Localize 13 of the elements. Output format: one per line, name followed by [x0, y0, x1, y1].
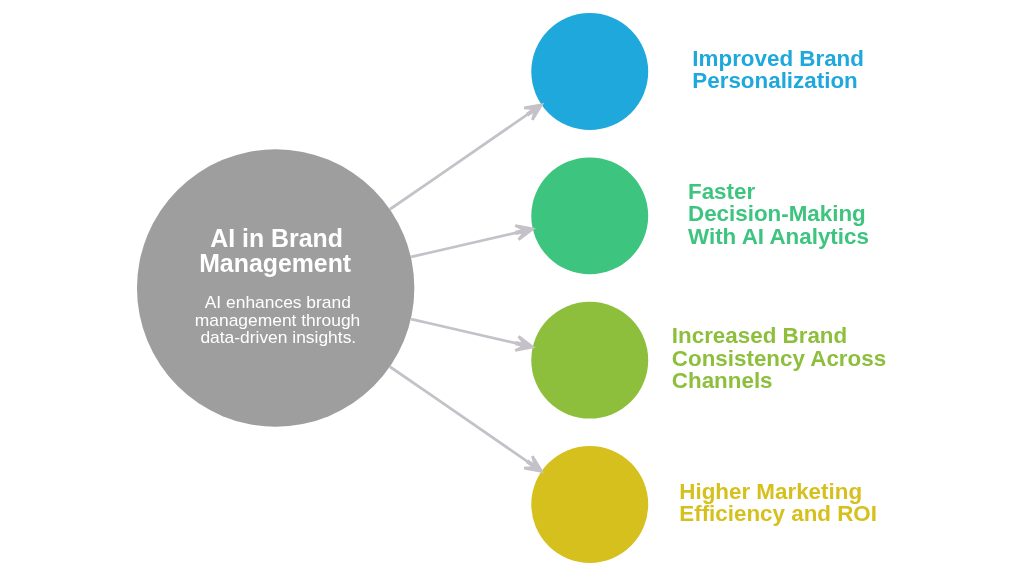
node-circle: [531, 157, 649, 275]
node-label: Faster Decision-Making With AI Analytics: [688, 178, 869, 249]
arrow: [410, 317, 535, 352]
node-circle: AI in Brand Management AI enhances brand management through data-driven insights.: [137, 149, 415, 427]
node-label: Improved Brand Personalization: [692, 45, 864, 94]
node-circle: [531, 445, 649, 563]
node-circle: [531, 13, 649, 131]
node-label: Higher Marketing Efficiency and ROI: [679, 478, 877, 527]
arrow: [410, 224, 535, 259]
arrow: [389, 365, 543, 473]
node-circle: [531, 301, 649, 419]
arrow: [389, 103, 543, 211]
node-label: Increased Brand Consistency Across Channels: [671, 323, 887, 394]
